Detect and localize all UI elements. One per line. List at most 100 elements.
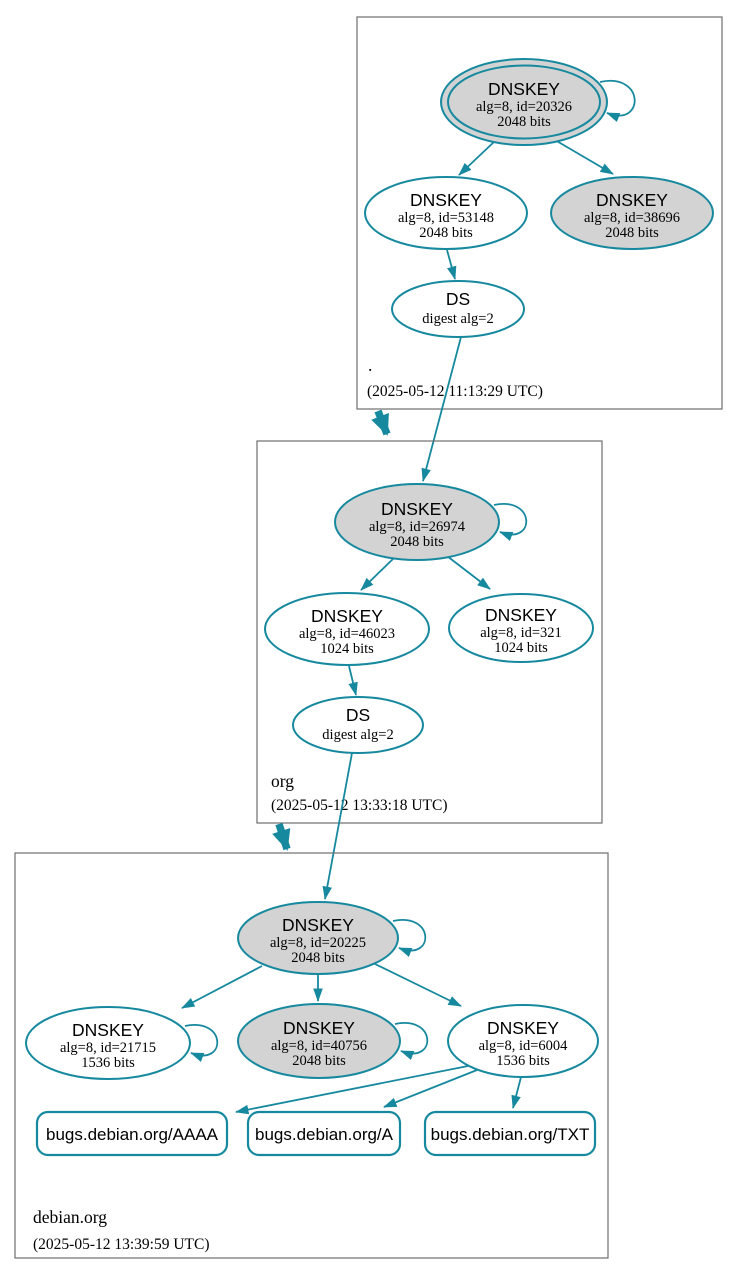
node-debian-dnskey-21715[interactable]: DNSKEY alg=8, id=21715 1536 bits: [25, 1006, 191, 1080]
node-record-bugs-aaaa[interactable]: bugs.debian.org/AAAA: [35, 1110, 229, 1157]
edge-org-ksk-to-key321: [446, 555, 491, 590]
node-org-ds[interactable]: DS digest alg=2: [292, 696, 424, 754]
node-org-dnskey-321[interactable]: DNSKEY alg=8, id=321 1024 bits: [448, 593, 594, 663]
dnskey-detail: alg=8, id=321: [480, 625, 562, 641]
zone-org: DNSKEY alg=8, id=26974 2048 bits DNSKEY …: [256, 440, 603, 824]
zone-box-org: [256, 440, 603, 824]
record-rect[interactable]: [246, 1110, 402, 1157]
zone-box-debian-org: [14, 852, 609, 1259]
edge-org-to-debian-delegation: [272, 822, 291, 851]
dnskey-detail: 1024 bits: [320, 641, 374, 657]
dnskey-detail: 2048 bits: [291, 950, 345, 966]
edge-org-ds-to-debian-ksk: [322, 752, 353, 900]
zone-label-debian-org: debian.org: [33, 1207, 107, 1227]
edge-root-ksk-to-key38696: [554, 139, 614, 175]
dnskey-title: DNSKEY: [596, 190, 668, 210]
edge-root-to-org-delegation: [371, 409, 391, 436]
edge-root-zsk-to-ds: [446, 249, 457, 280]
dnskey-ellipse[interactable]: [334, 483, 500, 561]
zone-timestamp-root: (2025-05-12 11:13:29 UTC): [367, 383, 543, 400]
node-record-bugs-txt[interactable]: bugs.debian.org/TXT: [423, 1110, 597, 1157]
record-label: bugs.debian.org/AAAA: [46, 1125, 219, 1144]
node-root-dnskey-38696[interactable]: DNSKEY alg=8, id=38696 2048 bits: [550, 176, 714, 250]
edge-key6004-to-record-aaaa: [235, 1065, 469, 1115]
node-root-dnskey-20326[interactable]: DNSKEY alg=8, id=20326 2048 bits: [440, 58, 608, 146]
edge-key6004-to-record-a: [383, 1069, 478, 1108]
dnskey-detail: alg=8, id=53148: [398, 210, 494, 226]
dnskey-detail: alg=8, id=46023: [299, 626, 395, 642]
edge-org-ksk-self-loop: [493, 503, 528, 541]
edge-debian-ksk-to-key21715: [181, 965, 263, 1009]
edge-root-ksk-self-loop: [599, 79, 636, 123]
dnskey-detail: 2048 bits: [497, 114, 551, 130]
edge-root-ds-to-org-ksk: [421, 336, 462, 482]
dnskey-detail: 1536 bits: [496, 1053, 550, 1069]
edge-org-zsk-to-ds: [348, 665, 358, 696]
dnskey-title: DNSKEY: [282, 915, 354, 935]
edge-key6004-to-record-txt: [511, 1076, 522, 1109]
zone-timestamp-org: (2025-05-12 13:33:18 UTC): [271, 797, 448, 814]
dnskey-ellipse-outer[interactable]: [440, 58, 608, 146]
dnskey-detail: 2048 bits: [292, 1053, 346, 1069]
dnskey-detail: alg=8, id=6004: [479, 1038, 569, 1054]
dnskey-ellipse-inner: [447, 64, 601, 140]
dnskey-ellipse[interactable]: [448, 593, 594, 663]
dnskey-title: DNSKEY: [410, 190, 482, 210]
dnskey-ellipse[interactable]: [264, 592, 430, 666]
dnskey-title: DNSKEY: [488, 79, 560, 99]
dnskey-ellipse[interactable]: [447, 1004, 599, 1078]
dnskey-detail: 2048 bits: [605, 225, 659, 241]
dnskey-title: DNSKEY: [72, 1020, 144, 1040]
ds-title: DS: [446, 289, 470, 309]
dnskey-detail: 1536 bits: [81, 1055, 135, 1071]
ds-ellipse[interactable]: [292, 696, 424, 754]
node-root-dnskey-53148[interactable]: DNSKEY alg=8, id=53148 2048 bits: [364, 176, 528, 250]
dnskey-ellipse[interactable]: [237, 1003, 401, 1079]
zone-debian-org: DNSKEY alg=8, id=20225 2048 bits DNSKEY …: [14, 852, 609, 1259]
dnskey-detail: 2048 bits: [419, 225, 473, 241]
dnskey-title: DNSKEY: [485, 605, 557, 625]
zone-root: DNSKEY alg=8, id=20326 2048 bits DNSKEY …: [356, 16, 723, 410]
dnskey-ellipse[interactable]: [237, 901, 399, 975]
dnskey-detail: alg=8, id=26974: [369, 519, 466, 535]
node-debian-dnskey-40756[interactable]: DNSKEY alg=8, id=40756 2048 bits: [237, 1003, 401, 1079]
edge-root-ksk-to-zsk: [458, 140, 496, 176]
ds-title: DS: [346, 705, 370, 725]
dnskey-detail: alg=8, id=40756: [271, 1038, 367, 1054]
record-rect[interactable]: [35, 1110, 229, 1157]
ds-ellipse[interactable]: [391, 280, 525, 338]
node-record-bugs-a[interactable]: bugs.debian.org/A: [246, 1110, 402, 1157]
ds-detail: digest alg=2: [422, 311, 493, 327]
zone-timestamp-debian-org: (2025-05-12 13:39:59 UTC): [33, 1236, 210, 1253]
record-rect[interactable]: [423, 1110, 597, 1157]
dnskey-title: DNSKEY: [283, 1018, 355, 1038]
node-debian-dnskey-20225[interactable]: DNSKEY alg=8, id=20225 2048 bits: [237, 901, 399, 975]
dnskey-ellipse[interactable]: [550, 176, 714, 250]
dnskey-title: DNSKEY: [311, 606, 383, 626]
dnskey-ellipse[interactable]: [25, 1006, 191, 1080]
node-root-ds[interactable]: DS digest alg=2: [391, 280, 525, 338]
ds-detail: digest alg=2: [322, 727, 393, 743]
dnskey-detail: alg=8, id=21715: [60, 1040, 156, 1056]
zone-box-root: [356, 16, 723, 410]
edge-debian-ksk-self-loop: [392, 919, 427, 957]
dnskey-title: DNSKEY: [487, 1018, 559, 1038]
node-org-dnskey-46023[interactable]: DNSKEY alg=8, id=46023 1024 bits: [264, 592, 430, 666]
edge-key40756-self-loop: [394, 1022, 429, 1060]
record-label: bugs.debian.org/TXT: [431, 1125, 590, 1144]
record-label: bugs.debian.org/A: [255, 1125, 394, 1144]
dnskey-detail: 2048 bits: [390, 534, 444, 550]
edge-key21715-self-loop: [184, 1024, 219, 1062]
dnskey-detail: 1024 bits: [494, 640, 548, 656]
edge-debian-ksk-to-key6004: [374, 963, 462, 1007]
dnskey-ellipse[interactable]: [364, 176, 528, 250]
zone-label-root: .: [368, 355, 372, 375]
dnskey-detail: alg=8, id=20225: [270, 935, 366, 951]
node-org-dnskey-26974[interactable]: DNSKEY alg=8, id=26974 2048 bits: [334, 483, 500, 561]
edge-org-ksk-to-zsk: [360, 556, 396, 591]
dnskey-detail: alg=8, id=20326: [476, 99, 572, 115]
node-debian-dnskey-6004[interactable]: DNSKEY alg=8, id=6004 1536 bits: [447, 1004, 599, 1078]
dnskey-detail: alg=8, id=38696: [584, 210, 680, 226]
